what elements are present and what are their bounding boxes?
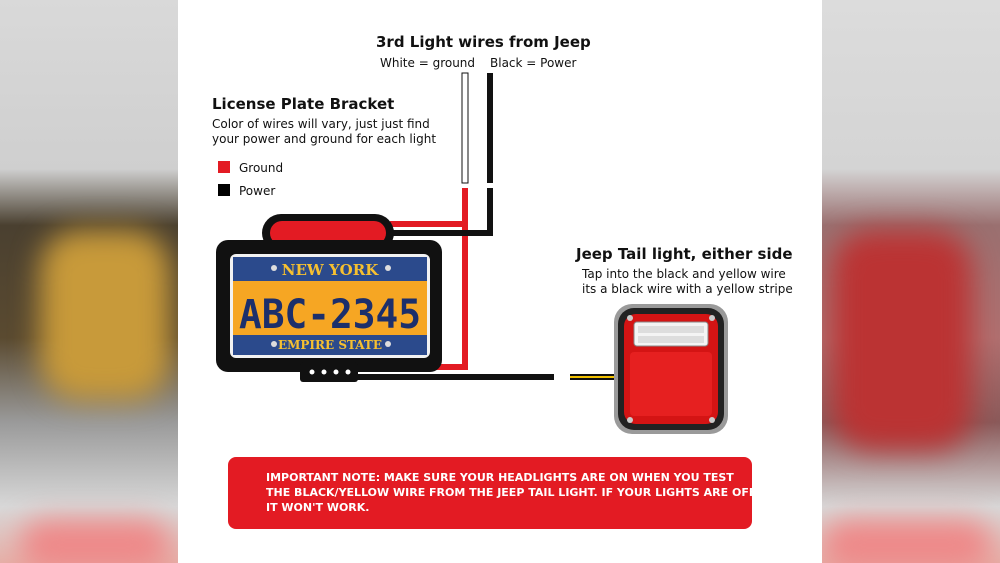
connector-pin bbox=[309, 369, 315, 375]
white-wire bbox=[461, 72, 469, 184]
tail-light-screw bbox=[627, 417, 633, 423]
blur-blob bbox=[20, 520, 170, 563]
blur-blob bbox=[40, 230, 170, 400]
power-legend-label: Power bbox=[239, 184, 276, 198]
ground-wire-vertical bbox=[462, 188, 468, 368]
plate-bolt bbox=[385, 341, 391, 347]
note-line-1: IMPORTANT NOTE: MAKE SURE YOUR HEADLIGHT… bbox=[266, 471, 734, 484]
blur-blob bbox=[822, 520, 992, 563]
note-line-3: IT WON'T WORK. bbox=[266, 501, 370, 514]
important-note: IMPORTANT NOTE: MAKE SURE YOUR HEADLIGHT… bbox=[228, 457, 756, 529]
power-wire bbox=[487, 73, 493, 183]
bracket-light-lens bbox=[270, 221, 386, 245]
background-left bbox=[0, 0, 178, 563]
bracket-title: License Plate Bracket bbox=[212, 95, 395, 113]
ground-legend-label: Ground bbox=[239, 161, 284, 175]
tail-light-screw bbox=[627, 315, 633, 321]
plate-bolt bbox=[271, 265, 277, 271]
wiring-diagram: NEW YORK ABC-2345 EMPIRE STATE bbox=[216, 72, 728, 434]
tail-light-screw bbox=[709, 417, 715, 423]
plate-number: ABC-2345 bbox=[239, 292, 421, 338]
yellow-stripe bbox=[570, 376, 618, 378]
connector-pin bbox=[333, 369, 339, 375]
tail-light-desc-line2: its a black wire with a yellow stripe bbox=[582, 282, 793, 296]
blur-blob bbox=[832, 230, 972, 450]
white-wire-label: White = ground bbox=[380, 56, 476, 70]
connector-pin bbox=[345, 369, 351, 375]
bracket-connector bbox=[300, 362, 358, 382]
connector-pin bbox=[321, 369, 327, 375]
plate-state: NEW YORK bbox=[282, 261, 379, 279]
reverse-led-row bbox=[638, 326, 704, 333]
black-wire-label: Black = Power bbox=[490, 56, 577, 70]
plate-slogan: EMPIRE STATE bbox=[278, 338, 382, 352]
ground-legend-swatch bbox=[218, 161, 230, 173]
plate-bottom-band bbox=[233, 335, 427, 355]
plate-background bbox=[233, 257, 427, 355]
power-wire-top bbox=[390, 230, 493, 236]
third-light-title: 3rd Light wires from Jeep bbox=[376, 33, 591, 51]
plate-top-band bbox=[233, 257, 427, 281]
reverse-led-row bbox=[638, 336, 704, 343]
power-wire-bottom bbox=[354, 374, 554, 380]
plate-bolt bbox=[271, 341, 277, 347]
tail-light-desc-line1: Tap into the black and yellow wire bbox=[582, 267, 786, 281]
diagram-panel: NEW YORK ABC-2345 EMPIRE STATE 3rd Light… bbox=[178, 0, 822, 563]
power-legend-swatch bbox=[218, 184, 230, 196]
tail-light-screw bbox=[709, 315, 715, 321]
led-array bbox=[630, 352, 712, 416]
background-right bbox=[822, 0, 1000, 563]
bracket-desc-line2: your power and ground for each light bbox=[212, 132, 437, 146]
bracket-desc-line1: Color of wires will vary, just just find bbox=[212, 117, 430, 131]
note-line-2: THE BLACK/YELLOW WIRE FROM THE JEEP TAIL… bbox=[266, 486, 757, 499]
power-wire-lower bbox=[487, 188, 493, 235]
plate-bolt bbox=[385, 265, 391, 271]
tail-light-title: Jeep Tail light, either side bbox=[576, 245, 793, 263]
ground-wire-top bbox=[390, 221, 468, 227]
